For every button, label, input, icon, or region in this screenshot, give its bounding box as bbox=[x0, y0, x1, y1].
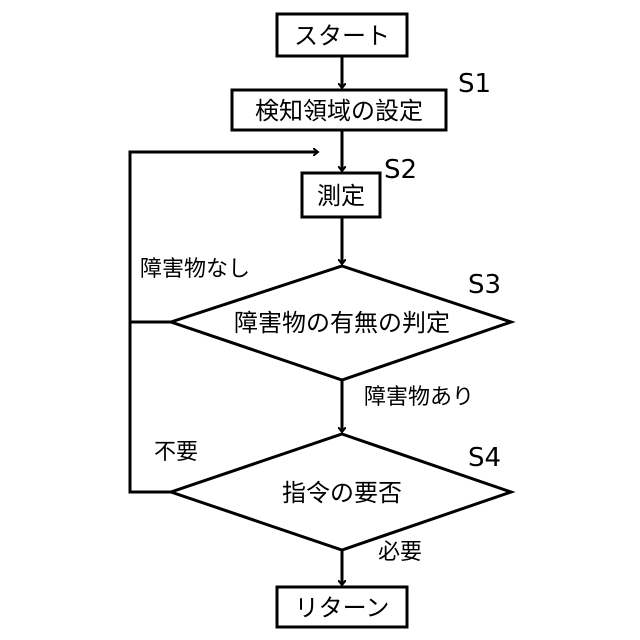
s4-no-label: 不要 bbox=[154, 440, 198, 465]
s2-label: 測定 bbox=[317, 182, 365, 210]
s2-step-id: S2 bbox=[384, 155, 417, 185]
s1-label: 検知領域の設定 bbox=[255, 97, 423, 125]
s3-step-id: S3 bbox=[468, 270, 501, 300]
s3-label: 障害物の有無の判定 bbox=[234, 309, 450, 337]
loop-s4-no bbox=[130, 322, 171, 492]
start-label: スタート bbox=[294, 22, 390, 50]
s4-step-id: S4 bbox=[468, 443, 501, 473]
s3-no-label: 障害物なし bbox=[140, 257, 250, 282]
s1-step-id: S1 bbox=[458, 69, 491, 99]
s4-yes-label: 必要 bbox=[378, 540, 422, 565]
end-label: リターン bbox=[295, 594, 390, 622]
s4-label: 指令の要否 bbox=[282, 479, 402, 507]
s3-yes-label: 障害物あり bbox=[364, 385, 474, 410]
